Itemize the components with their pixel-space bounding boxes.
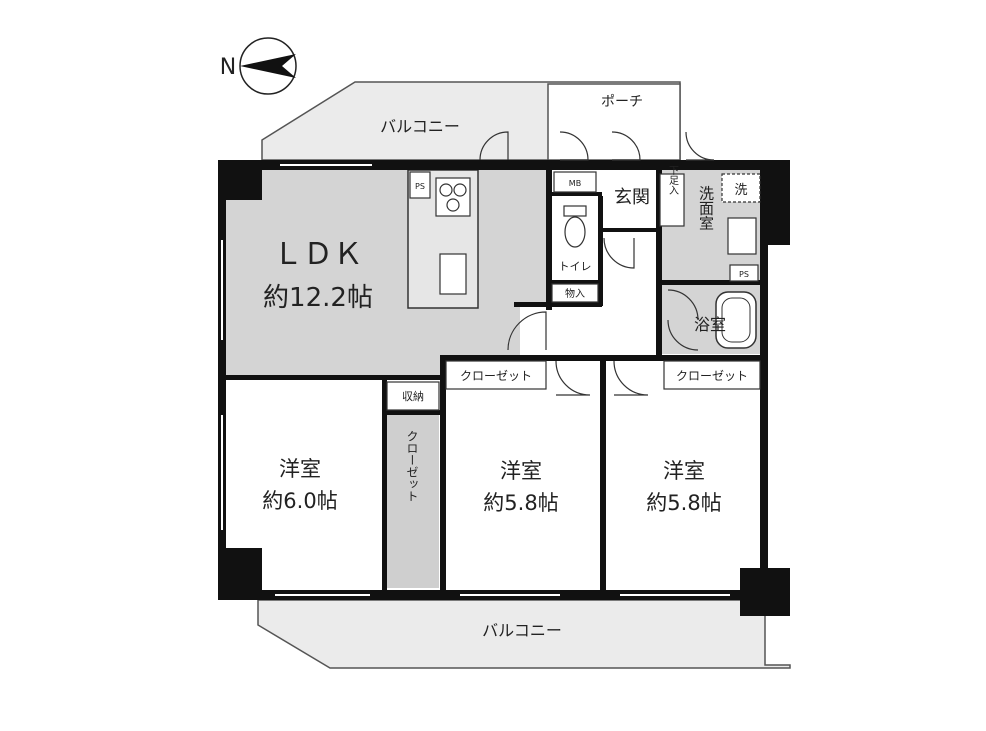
north-balcony-label: バルコニー <box>380 117 460 136</box>
ps-box-1 <box>409 171 431 199</box>
western2-size: 約5.8帖 <box>483 491 558 515</box>
monoire-label: 物入 <box>565 287 585 300</box>
closet-box-1 <box>445 360 547 390</box>
bathroom-label: 浴室 <box>694 315 726 334</box>
porch-label: ポーチ <box>601 94 643 110</box>
burner-2 <box>453 183 467 197</box>
porch-area <box>547 83 681 161</box>
south-balcony-label: バルコニー <box>482 621 562 640</box>
mb-box <box>553 171 597 193</box>
bathtub <box>715 291 757 349</box>
western2-name: 洋室 <box>500 459 542 483</box>
entrance-floor <box>602 170 660 232</box>
closet-vertical-label: クローゼット <box>405 430 419 502</box>
western1-name: 洋室 <box>279 457 321 481</box>
compass-label: N <box>220 55 236 80</box>
shoebox-label: 下足入 <box>667 165 679 195</box>
burner-1 <box>439 183 453 197</box>
entrance-label: 玄関 <box>614 187 650 208</box>
toilet-label: トイレ <box>559 260 592 273</box>
compass-needle <box>240 54 296 78</box>
ldk-floor <box>224 170 546 375</box>
western1-size: 約6.0帖 <box>262 489 337 513</box>
closet-box-2 <box>663 360 761 390</box>
bathtub-inner <box>721 297 751 343</box>
washer-space <box>721 173 761 203</box>
wash-basin <box>727 217 757 255</box>
ldk-size: 約12.2帖 <box>263 283 373 313</box>
closet1-label: クローゼット <box>460 369 532 383</box>
washroom-label: 洗面室 <box>697 186 715 231</box>
ps-box-2 <box>729 264 759 282</box>
mb-label: MB <box>569 179 581 188</box>
closet-vertical-fill <box>385 415 439 588</box>
monoire-box <box>551 283 599 303</box>
closet2-label: クローゼット <box>676 369 748 383</box>
ps2-label: PS <box>739 270 749 279</box>
compass: N <box>220 37 297 95</box>
toilet-tank <box>563 205 587 217</box>
burner-3 <box>446 198 460 212</box>
shuunou-box <box>386 381 440 411</box>
kitchen-sink <box>439 253 467 295</box>
western3-name: 洋室 <box>663 459 705 483</box>
ldk-name: ＬＤＫ <box>273 237 363 272</box>
doors <box>479 131 715 396</box>
stove <box>435 177 471 217</box>
ps1-label: PS <box>415 182 425 191</box>
windows <box>221 164 730 596</box>
western3-size: 約5.8帖 <box>646 491 721 515</box>
washer-label: 洗 <box>734 183 747 198</box>
shuunou-label: 収納 <box>402 390 424 403</box>
shoebox <box>659 173 685 227</box>
toilet-bowl <box>564 216 586 248</box>
